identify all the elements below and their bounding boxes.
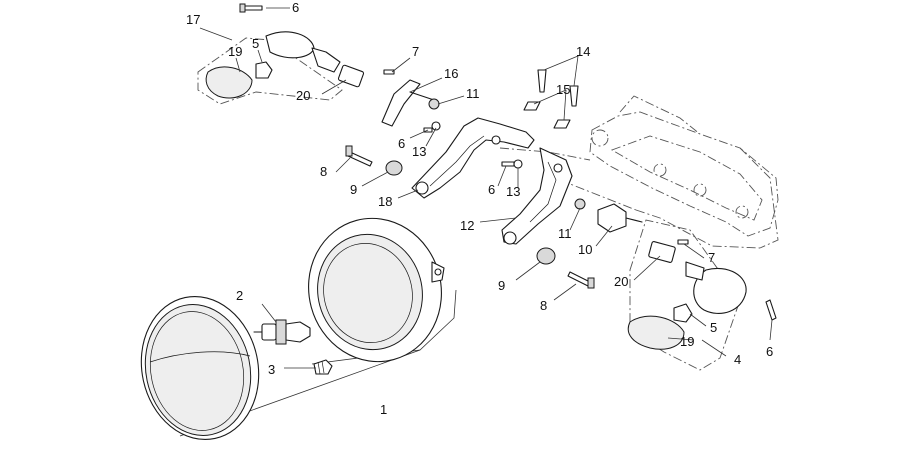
nut-11-left xyxy=(428,98,440,110)
callout-9-right: 9 xyxy=(498,278,505,293)
callout-20-left: 20 xyxy=(296,88,310,103)
callout-13-left: 13 xyxy=(412,144,426,159)
screw-6-top xyxy=(239,3,263,13)
bushing-9-right xyxy=(536,247,556,265)
screw-14-left xyxy=(537,69,547,93)
callout-2: 2 xyxy=(236,288,243,303)
headlight-bulb xyxy=(253,319,311,345)
callout-20-right: 20 xyxy=(614,274,628,289)
callout-18: 18 xyxy=(378,194,392,209)
callout-7-right: 7 xyxy=(708,250,715,265)
callout-8-right: 8 xyxy=(540,298,547,313)
callout-1: 1 xyxy=(380,402,387,417)
bracket-plate xyxy=(381,79,435,127)
callout-16: 16 xyxy=(444,66,458,81)
right-indicator-connector xyxy=(648,241,676,263)
clip-15-right xyxy=(553,119,571,129)
left-indicator-connector xyxy=(337,64,365,88)
right-turn-indicator xyxy=(627,261,747,350)
headlight-mount-bracket xyxy=(501,147,573,245)
headlight-front-lens xyxy=(140,295,260,441)
bolt-8-right xyxy=(567,271,595,289)
callout-6-top: 6 xyxy=(292,0,299,15)
upper-support-bracket xyxy=(411,117,535,199)
callout-6-mid-right: 6 xyxy=(488,182,495,197)
callout-10: 10 xyxy=(578,242,592,257)
callout-8-left: 8 xyxy=(320,164,327,179)
bushing-9-left xyxy=(385,160,403,176)
callout-11-left: 11 xyxy=(466,86,480,101)
right-indicator-bulb xyxy=(673,303,693,323)
frame-outline xyxy=(499,95,779,249)
headlight-shell xyxy=(308,217,445,363)
callout-7-left: 7 xyxy=(412,44,419,59)
callout-9-left: 9 xyxy=(350,182,357,197)
leader-lines xyxy=(199,7,773,369)
callout-13-right: 13 xyxy=(506,184,520,199)
left-turn-indicator xyxy=(205,31,341,99)
callout-19-right: 19 xyxy=(680,334,694,349)
screw-6-mid-right xyxy=(501,161,515,167)
screw-6-right xyxy=(765,299,777,321)
callout-12: 12 xyxy=(460,218,474,233)
washer-13-right xyxy=(513,159,523,169)
callout-6-mid-left: 6 xyxy=(398,136,405,151)
bolt-8-left xyxy=(345,145,373,167)
clip-15-left xyxy=(523,101,541,111)
callout-labels: 6 17 19 5 20 7 16 11 6 13 8 9 18 6 13 14… xyxy=(186,0,773,417)
callout-6-right: 6 xyxy=(766,344,773,359)
nut-11-right xyxy=(574,198,586,210)
left-indicator-bulb xyxy=(255,61,273,79)
callout-15: 15 xyxy=(556,82,570,97)
washer-13-left xyxy=(431,121,441,131)
screw-14-right xyxy=(569,85,579,107)
callout-5-left: 5 xyxy=(252,36,259,51)
callout-4: 4 xyxy=(734,352,741,367)
callout-14: 14 xyxy=(576,44,590,59)
callout-3: 3 xyxy=(268,362,275,377)
callout-5-right: 5 xyxy=(710,320,717,335)
callout-19-left: 19 xyxy=(228,44,242,59)
callout-11-right: 11 xyxy=(558,226,572,241)
clamp-block xyxy=(597,203,643,233)
position-lamp-bulb xyxy=(313,359,333,375)
screw-7-left xyxy=(383,69,395,75)
screw-7-right xyxy=(677,239,689,245)
callout-17: 17 xyxy=(186,12,200,27)
